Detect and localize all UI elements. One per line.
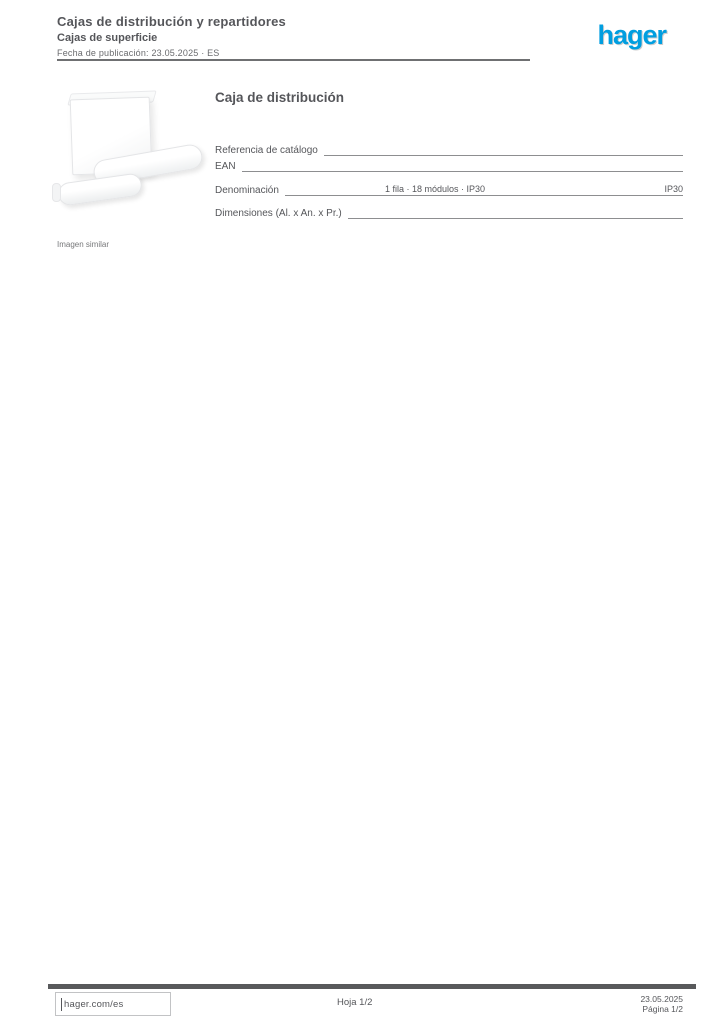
small-part-shape xyxy=(52,183,61,202)
spec-fill-line: 1 fila · 18 módulos · IP30 IP30 xyxy=(284,184,683,196)
spec-value-right: IP30 xyxy=(664,184,683,194)
hager-logo: hager xyxy=(597,20,667,50)
spec-fill-line xyxy=(241,168,683,172)
spec-row: Referencia de catálogo xyxy=(215,143,683,156)
spec-list: Referencia de catálogo EAN Denominación … xyxy=(215,143,683,219)
footer-divider-bar xyxy=(48,984,696,989)
spec-row: Denominación 1 fila · 18 módulos · IP30 … xyxy=(215,172,683,196)
product-photo xyxy=(52,86,205,235)
footer-date-page: 23.05.2025 Página 1/2 xyxy=(640,994,683,1014)
footer-site-link[interactable]: hager.com/es xyxy=(64,998,124,1010)
spec-fill-line xyxy=(347,215,683,219)
footer-page-indicator: Hoja 1/2 xyxy=(337,997,373,1008)
photo-caption: Imagen similar xyxy=(57,240,110,249)
header-text-block: Cajas de distribución y repartidores Caj… xyxy=(57,14,286,58)
spec-fill-line xyxy=(323,152,683,156)
page-title: Cajas de distribución y repartidores xyxy=(57,14,286,29)
header-meta-line: Fecha de publicación: 23.05.2025 · ES xyxy=(57,48,220,58)
spec-label: EAN xyxy=(215,161,236,172)
site-box-tick xyxy=(61,997,62,1011)
spec-label: Referencia de catálogo xyxy=(215,145,318,156)
page-subtitle: Cajas de superficie xyxy=(57,32,158,44)
product-title: Caja de distribución xyxy=(215,90,345,105)
header-divider xyxy=(57,59,530,61)
spec-row: EAN xyxy=(215,156,683,172)
spec-value: 1 fila · 18 módulos · IP30 xyxy=(384,184,485,194)
spec-row: Dimensiones (Al. x An. x Pr.) xyxy=(215,196,683,219)
cover-strip-shape-2 xyxy=(56,172,144,207)
footer-date: 23.05.2025 xyxy=(640,994,683,1004)
spec-label: Dimensiones (Al. x An. x Pr.) xyxy=(215,208,342,219)
footer-site-box[interactable]: hager.com/es xyxy=(55,992,171,1016)
spec-label: Denominación xyxy=(215,185,279,196)
footer-page-number: Página 1/2 xyxy=(642,1004,683,1014)
